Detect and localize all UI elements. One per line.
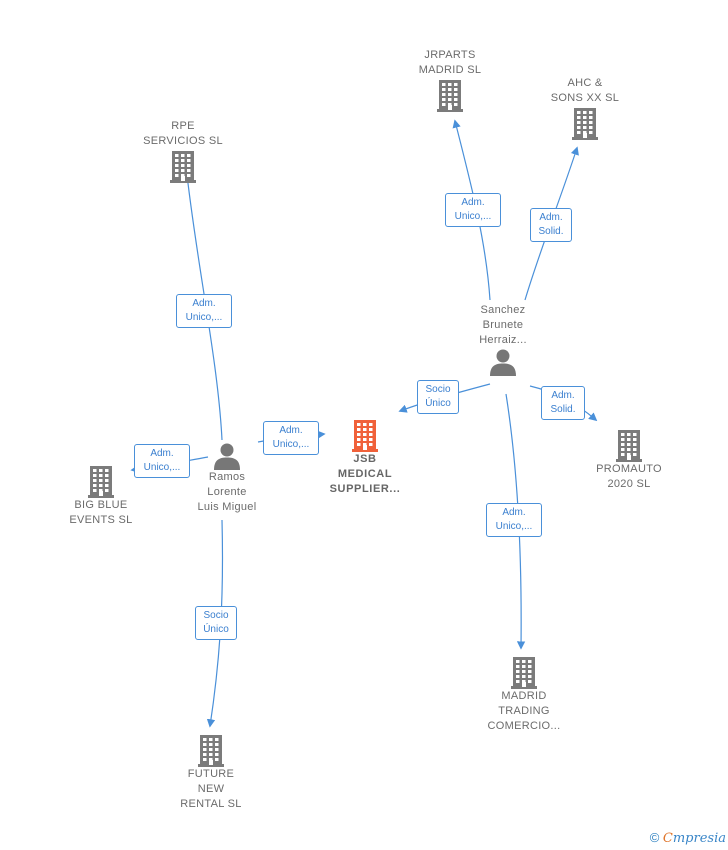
building-icon <box>476 655 572 689</box>
building-icon <box>584 428 674 462</box>
building-icon <box>56 464 146 498</box>
building-icon <box>320 418 410 452</box>
edge-label-sanchez-ahc[interactable]: Adm. Solid. <box>530 208 572 242</box>
edge-label-sanchez-promauto[interactable]: Adm. Solid. <box>541 386 585 420</box>
company-node-rpe[interactable]: RPE SERVICIOS SL <box>133 119 233 183</box>
brand-initial: C <box>662 831 673 846</box>
edge-label-sanchez-jsb[interactable]: Socio Único <box>417 380 459 414</box>
company-label: JSB MEDICAL SUPPLIER... <box>329 453 401 495</box>
edge-label-ramos-future[interactable]: Socio Único <box>195 606 237 640</box>
edge-label-ramos-rpe[interactable]: Adm. Unico,... <box>176 294 232 328</box>
edge-label-ramos-bigblue[interactable]: Adm. Unico,... <box>134 444 190 478</box>
brand-name: mpresia <box>672 831 726 846</box>
company-label: BIG BLUE EVENTS SL <box>69 499 133 526</box>
copyright-symbol: © <box>649 830 660 845</box>
company-node-jrparts[interactable]: JRPARTS MADRID SL <box>402 48 498 112</box>
company-label: JRPARTS MADRID SL <box>418 49 482 76</box>
person-label: Sanchez Brunete Herraiz... <box>479 304 527 346</box>
person-icon <box>453 348 553 376</box>
person-icon <box>177 442 277 470</box>
company-label: PROMAUTO 2020 SL <box>596 463 662 490</box>
person-label: Ramos Lorente Luis Miguel <box>197 471 257 513</box>
company-node-future[interactable]: FUTURE NEW RENTAL SL <box>166 733 256 812</box>
company-label: AHC & SONS XX SL <box>550 77 620 104</box>
company-node-bigblue[interactable]: BIG BLUE EVENTS SL <box>56 464 146 528</box>
company-label: RPE SERVICIOS SL <box>143 120 223 147</box>
company-label: MADRID TRADING COMERCIO... <box>487 690 561 732</box>
empresia-logo: © Cmpresia <box>650 830 726 846</box>
edge-label-sanchez-jrparts[interactable]: Adm. Unico,... <box>445 193 501 227</box>
edge-label-ramos-jsb[interactable]: Adm. Unico,... <box>263 421 319 455</box>
building-icon <box>537 106 633 140</box>
building-icon <box>402 78 498 112</box>
company-node-jsb[interactable]: JSB MEDICAL SUPPLIER... <box>320 418 410 497</box>
company-node-madrid[interactable]: MADRID TRADING COMERCIO... <box>476 655 572 734</box>
person-node-sanchez[interactable]: Sanchez Brunete Herraiz... <box>453 303 553 376</box>
company-label: FUTURE NEW RENTAL SL <box>180 768 242 810</box>
company-node-ahc[interactable]: AHC & SONS XX SL <box>537 76 633 140</box>
building-icon <box>166 733 256 767</box>
edge-label-sanchez-madrid[interactable]: Adm. Unico,... <box>486 503 542 537</box>
building-icon <box>133 149 233 183</box>
person-node-ramos[interactable]: Ramos Lorente Luis Miguel <box>177 442 277 515</box>
company-node-promauto[interactable]: PROMAUTO 2020 SL <box>584 428 674 492</box>
